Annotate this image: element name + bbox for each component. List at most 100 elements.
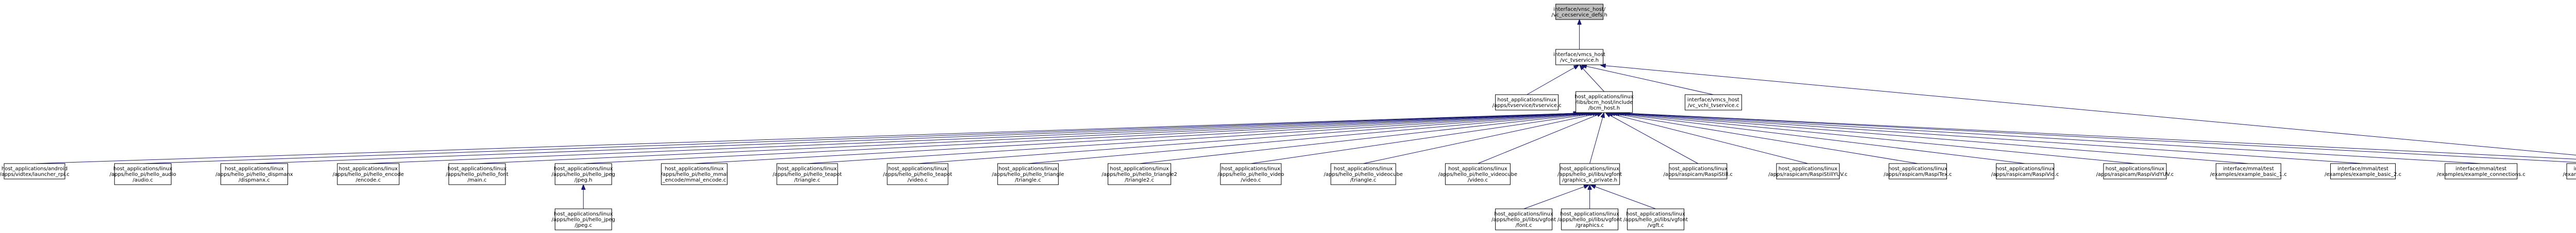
node-label: host_applications/android <box>2 166 67 172</box>
node-label: host_applications/linux <box>1626 211 1685 217</box>
graph-node[interactable]: host_applications/linux/apps/hello_pi/he… <box>661 163 728 185</box>
node-label: /apps/raspicam/RaspiStill.c <box>1664 172 1733 177</box>
node-box[interactable] <box>1669 163 1727 180</box>
node-label: host_applications/linux <box>998 166 1058 172</box>
node-box[interactable] <box>1627 208 1685 230</box>
graph-node[interactable]: host_applications/linux/apps/hello_pi/he… <box>110 163 176 185</box>
node-box[interactable] <box>1560 163 1620 185</box>
node-label: /apps/raspicam/RaspiVidYUV.c <box>2096 172 2174 177</box>
node-label: host_applications/linux <box>1995 166 2055 172</box>
node-box[interactable] <box>2445 163 2518 180</box>
node-layer: interface/vnsc_host//vc_cecservice_defs.… <box>0 4 2576 230</box>
graph-node[interactable]: host_applications/linux/apps/hello_pi/he… <box>446 163 509 185</box>
node-box[interactable] <box>1888 163 1947 180</box>
graph-node[interactable]: interface/vmcs_host/vc_vchi_tvservice.c <box>1685 94 1742 111</box>
graph-node[interactable]: host_applications/linux/apps/tvservice/t… <box>1493 94 1562 111</box>
node-label: /apps/hello_pi/hello_jpeg <box>552 172 615 177</box>
node-box[interactable] <box>554 163 612 185</box>
node-label: host_applications/linux <box>1574 94 1634 100</box>
node-box[interactable] <box>554 208 612 230</box>
graph-node[interactable]: host_applications/linux/apps/raspicam/Ra… <box>1664 163 1733 180</box>
node-label: /apps/hello_pi/libs/vgfont <box>1492 217 1556 223</box>
graph-node[interactable]: interface/mmal/test/examples/example_bas… <box>2210 163 2287 180</box>
node-box[interactable] <box>2566 163 2576 180</box>
node-box[interactable] <box>1220 163 1282 185</box>
graph-node[interactable]: host_applications/linux/apps/hello_pi/he… <box>992 163 1064 185</box>
graph-node[interactable]: host_applications/linux/apps/hello_pi/he… <box>1217 163 1284 185</box>
graph-node[interactable]: interface/mmal/test/examples/example_con… <box>2437 163 2526 180</box>
graph-node[interactable]: host_applications/linux/apps/hello_pi/he… <box>1438 163 1517 185</box>
node-box[interactable] <box>4 163 65 180</box>
graph-node[interactable]: host_applications/linux/apps/raspicam/Ra… <box>1884 163 1952 180</box>
dependency-edge <box>1363 113 1599 164</box>
node-label: /encode.c <box>355 177 381 183</box>
graph-node[interactable]: host_applications/linux/apps/hello_pi/li… <box>1557 163 1622 185</box>
graph-node[interactable]: host_applications/linux/apps/hello_pi/li… <box>1557 208 1622 230</box>
node-label: /apps/hello_pi/libs/vgfont <box>1557 172 1622 177</box>
graph-node[interactable]: host_applications/linux/apps/hello_pi/he… <box>883 163 952 185</box>
graph-node[interactable]: host_applications/linux/apps/hello_pi/he… <box>1101 163 1177 185</box>
node-box[interactable] <box>1330 163 1396 185</box>
graph-node[interactable]: host_applications/linux/apps/hello_pi/he… <box>1324 163 1403 185</box>
node-label: /apps/vidtex/launcher_rpi.c <box>0 172 70 177</box>
node-label: /apps/hello_pi/hello_teapot <box>773 172 842 177</box>
node-label: host_applications/linux <box>1494 211 1553 217</box>
graph-node[interactable]: host_applications/linux/apps/hello_pi/he… <box>552 163 615 185</box>
root-node-box[interactable] <box>1555 4 1604 20</box>
dependency-edge <box>143 113 1578 164</box>
node-box[interactable] <box>1445 163 1511 185</box>
node-label: interface/vnsc_host/ <box>1553 7 1606 12</box>
node-label: host_applications/linux <box>888 166 947 172</box>
graph-node[interactable]: interface/mmal/test/examples/example_gra… <box>2563 163 2576 180</box>
graph-node[interactable]: host_applications/linux/apps/raspicam/Ra… <box>2096 163 2174 180</box>
node-box[interactable] <box>1561 208 1619 230</box>
node-box[interactable] <box>1495 94 1559 111</box>
node-label: /apps/hello_pi/hello_audio <box>110 172 176 177</box>
node-box[interactable] <box>1996 163 2055 180</box>
node-label: host_applications/linux <box>665 166 724 172</box>
node-label: host_applications/linux <box>113 166 173 172</box>
node-box[interactable] <box>2103 163 2167 180</box>
node-box[interactable] <box>997 163 1059 185</box>
node-box[interactable] <box>337 163 400 185</box>
node-label: /examples/example_basic_2.c <box>2325 172 2401 177</box>
node-box[interactable] <box>2330 163 2396 180</box>
graph-node[interactable]: interface/vnsc_host//vc_cecservice_defs.… <box>1551 4 1607 20</box>
node-box[interactable] <box>221 163 289 185</box>
node-box[interactable] <box>2215 163 2281 180</box>
dependency-edge <box>1608 113 1808 164</box>
node-label: /apps/tvservice/tvservice.c <box>1493 103 1562 109</box>
node-label: /apps/hello_pi/hello_dispmanx <box>215 172 293 177</box>
graph-node[interactable]: host_applications/linux/libs/bcm_host/in… <box>1574 91 1634 113</box>
node-label: /apps/hello_pi/hello_triangle <box>992 172 1064 177</box>
graph-node[interactable]: host_applications/linux/apps/hello_pi/he… <box>552 208 615 230</box>
graph-node[interactable]: host_applications/android/apps/vidtex/la… <box>0 163 70 180</box>
node-label: /video.c <box>907 177 927 183</box>
graph-node[interactable]: host_applications/linux/apps/raspicam/Ra… <box>1768 163 1848 180</box>
node-label: host_applications/linux <box>1560 166 1619 172</box>
dependency-edge <box>1580 65 1605 92</box>
graph-node[interactable]: host_applications/linux/apps/raspicam/Ra… <box>1991 163 2059 180</box>
graph-node[interactable]: host_applications/linux/apps/hello_pi/li… <box>1623 208 1688 230</box>
graph-node[interactable]: host_applications/linux/apps/hello_pi/he… <box>773 163 842 185</box>
node-box[interactable] <box>1108 163 1172 185</box>
node-label: /examples/example_graph.c <box>2563 172 2576 177</box>
node-label: /vgft.c <box>1648 223 1664 228</box>
node-label: /apps/hello_pi/hello_video <box>1217 172 1284 177</box>
node-box[interactable] <box>887 163 948 185</box>
graph-node[interactable]: interface/mmal/test/examples/example_bas… <box>2325 163 2401 180</box>
node-box[interactable] <box>114 163 172 185</box>
node-box[interactable] <box>448 163 506 185</box>
node-box[interactable] <box>776 163 838 185</box>
node-box[interactable] <box>1555 49 1604 65</box>
node-box[interactable] <box>1776 163 1840 180</box>
node-box[interactable] <box>1495 208 1553 230</box>
graph-node[interactable]: interface/vmcs_host/vc_tvservice.h <box>1553 49 1605 65</box>
node-box[interactable] <box>1685 94 1742 111</box>
node-label: /jpeg.c <box>574 223 592 228</box>
node-box[interactable] <box>1575 91 1633 113</box>
graph-node[interactable]: host_applications/linux/apps/hello_pi/he… <box>333 163 404 185</box>
graph-node[interactable]: host_applications/linux/apps/hello_pi/li… <box>1492 208 1556 230</box>
graph-node[interactable]: host_applications/linux/apps/hello_pi/he… <box>215 163 293 185</box>
node-box[interactable] <box>661 163 728 185</box>
